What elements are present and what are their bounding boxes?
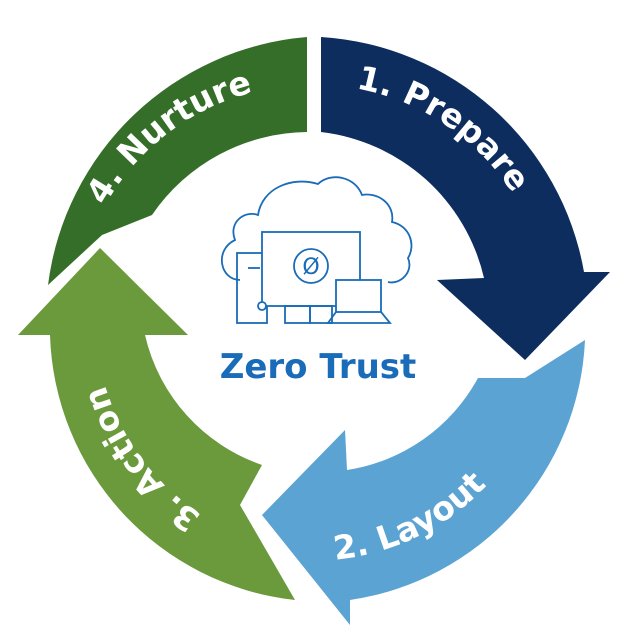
shield-null-icon	[293, 248, 329, 284]
svg-text:Ø: Ø	[302, 255, 319, 280]
center-title: Zero Trust	[220, 347, 417, 387]
cloud-icon	[220, 176, 413, 284]
step-action-arrow	[18, 248, 295, 600]
step-prepare-arrow	[321, 37, 610, 360]
cloud-devices-icon: Ø	[220, 176, 413, 324]
step-layout-arrow	[262, 340, 585, 625]
step-nurture-arrow	[48, 37, 307, 285]
laptop-icon	[335, 279, 382, 313]
